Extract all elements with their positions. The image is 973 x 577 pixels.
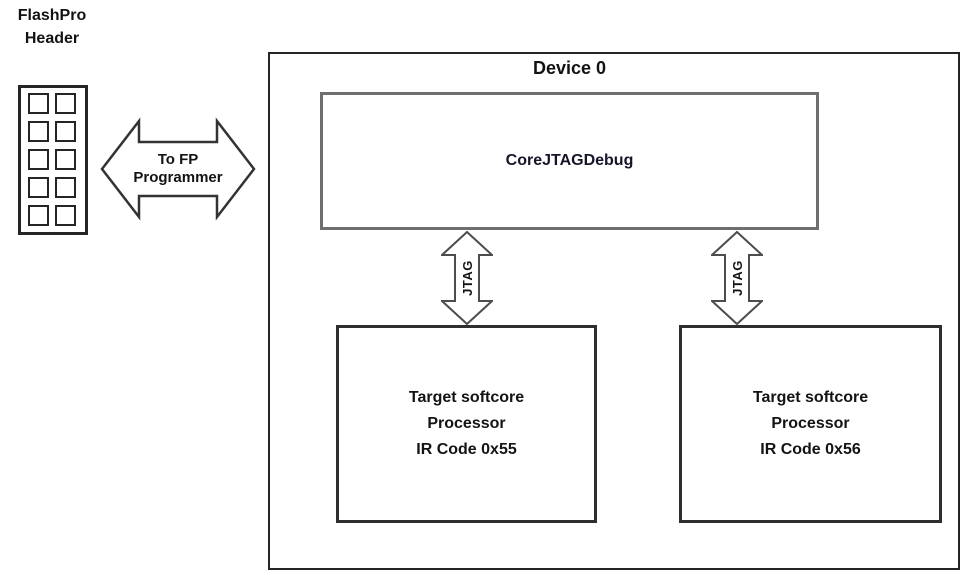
target-0x56-line2: Processor (771, 415, 850, 432)
fp-arrow-label-line1: To FP (157, 151, 199, 168)
connector-pin (28, 205, 49, 226)
corejtagdebug-label: CoreJTAGDebug (505, 152, 634, 169)
flashpro-header-label: FlashPro Header (0, 4, 104, 50)
up-down-arrow-shape (441, 230, 493, 326)
connector-pin (28, 93, 49, 114)
connector-pin (28, 149, 49, 170)
device-0-box: Device 0 CoreJTAGDebug JTAG JTAG Target … (268, 52, 960, 570)
device-title: Device 0 (532, 58, 607, 78)
jtag-arrow-left: JTAG (441, 230, 493, 326)
connector-pin (55, 205, 76, 226)
target-0x55-line1: Target softcore (408, 389, 525, 406)
target-0x56-line1: Target softcore (752, 389, 869, 406)
connector-pin (55, 177, 76, 198)
flashpro-connector (18, 85, 88, 235)
flashpro-label-line2: Header (24, 30, 80, 47)
up-down-arrow-icon (441, 230, 493, 326)
jtag-label-left: JTAG (459, 260, 475, 296)
connector-pin (28, 177, 49, 198)
target-processor-box-0x55: Target softcore Processor IR Code 0x55 (336, 325, 597, 523)
target-processor-box-0x56: Target softcore Processor IR Code 0x56 (679, 325, 942, 523)
target-0x56-line3: IR Code 0x56 (760, 441, 861, 458)
left-right-arrow-icon (100, 117, 256, 221)
connector-pin (55, 121, 76, 142)
to-fp-programmer-label: To FP Programmer (99, 115, 257, 223)
to-fp-programmer-arrow: To FP Programmer (99, 115, 257, 223)
target-0x55-line3: IR Code 0x55 (416, 441, 517, 458)
connector-pin (55, 149, 76, 170)
jtag-arrow-right: JTAG (711, 230, 763, 326)
connector-pin (55, 93, 76, 114)
jtag-label-right: JTAG (729, 260, 745, 296)
flashpro-connector-pins (21, 88, 85, 226)
left-right-arrow-shape (100, 117, 256, 221)
fp-arrow-label-line2: Programmer (133, 169, 223, 186)
target-0x55-line2: Processor (427, 415, 506, 432)
connector-pin (28, 121, 49, 142)
corejtagdebug-box: CoreJTAGDebug (320, 92, 819, 230)
flashpro-label-line1: FlashPro (17, 7, 87, 24)
up-down-arrow-shape (711, 230, 763, 326)
up-down-arrow-icon (711, 230, 763, 326)
